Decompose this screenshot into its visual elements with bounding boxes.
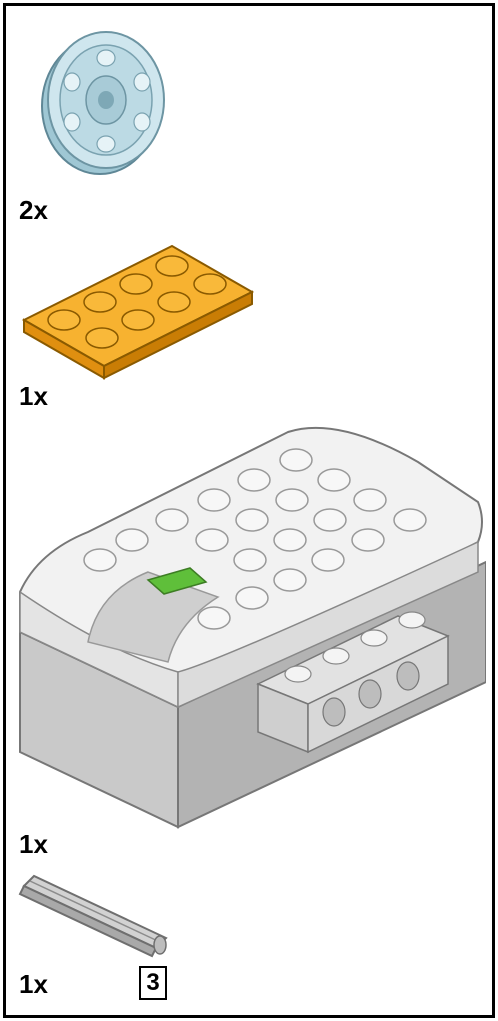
- plate-icon: [20, 240, 256, 380]
- parts-list-panel: 2x 1x: [3, 3, 495, 1018]
- axle-quantity: 1x: [19, 971, 48, 997]
- plate-part: [20, 240, 256, 380]
- smarthub-icon: [18, 422, 486, 832]
- wheel-quantity: 2x: [19, 197, 48, 223]
- axle-icon: [18, 872, 168, 958]
- wheel-icon: [24, 26, 170, 176]
- smarthub-part: [18, 422, 486, 832]
- wheel-part: [24, 26, 170, 176]
- smarthub-quantity: 1x: [19, 831, 48, 857]
- plate-quantity: 1x: [19, 383, 48, 409]
- axle-length-box: 3: [139, 966, 167, 1000]
- axle-part: [18, 872, 168, 958]
